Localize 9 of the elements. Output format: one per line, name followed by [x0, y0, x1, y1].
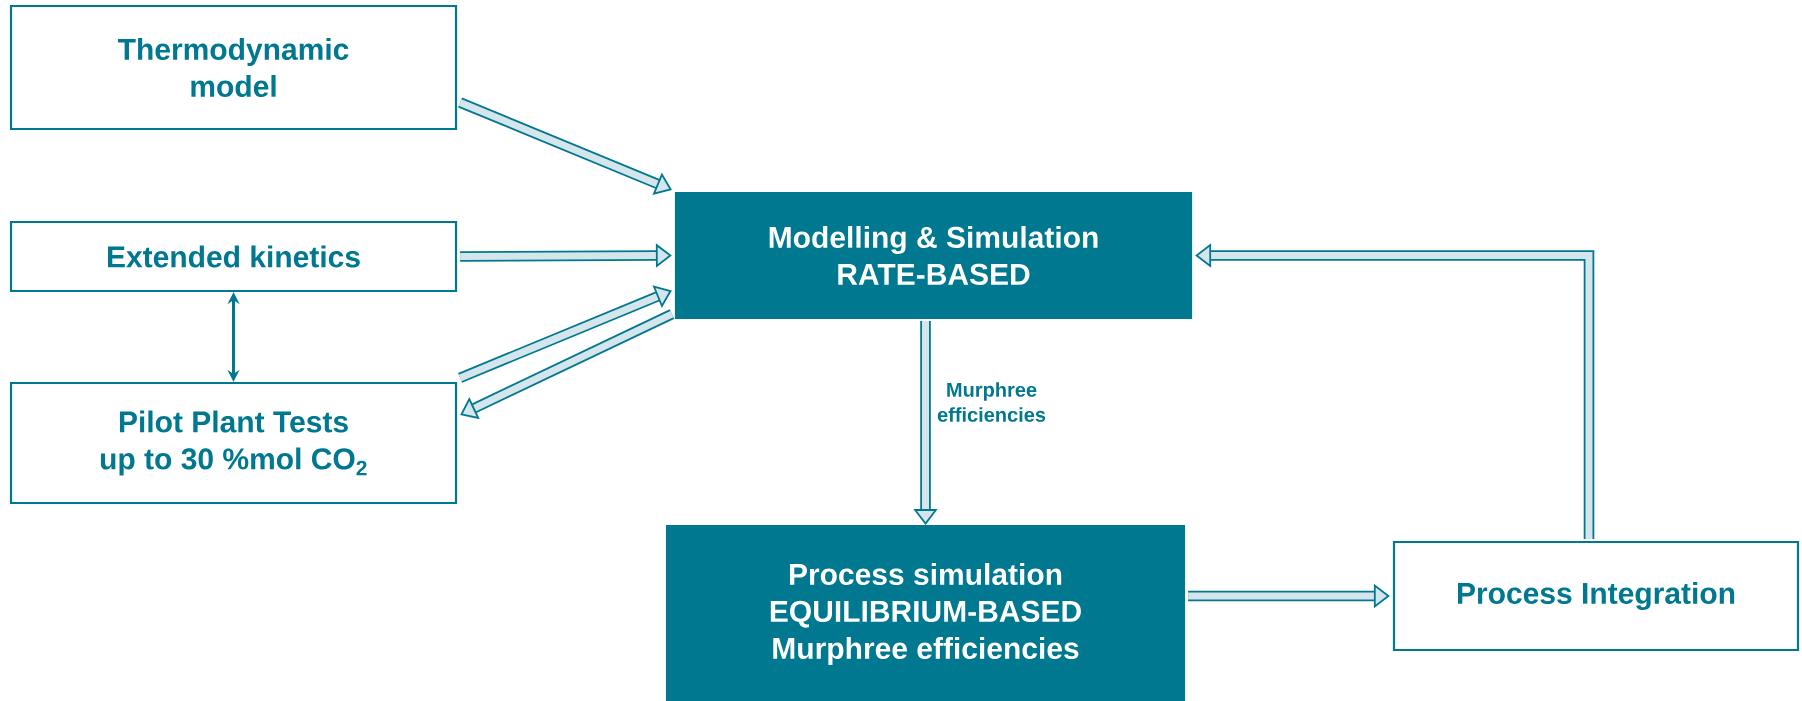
input-box: Process Integration — [1392, 540, 1800, 652]
block-arrow — [460, 309, 675, 420]
edge-label: Murphree efficiencies — [937, 382, 1046, 422]
input-box: Pilot Plant Tests up to 30 %mol CO$_{2}$ — [9, 381, 458, 505]
process-box: Process simulation EQUILIBRIUM-BASED Murphree efficiencies — [665, 524, 1186, 701]
input-box: Thermodynamic model — [9, 4, 458, 131]
process-box: Modelling & Simulation RATE-BASED — [674, 191, 1193, 320]
block-arrow — [458, 285, 672, 383]
input-box: Extended kinetics — [9, 220, 458, 293]
